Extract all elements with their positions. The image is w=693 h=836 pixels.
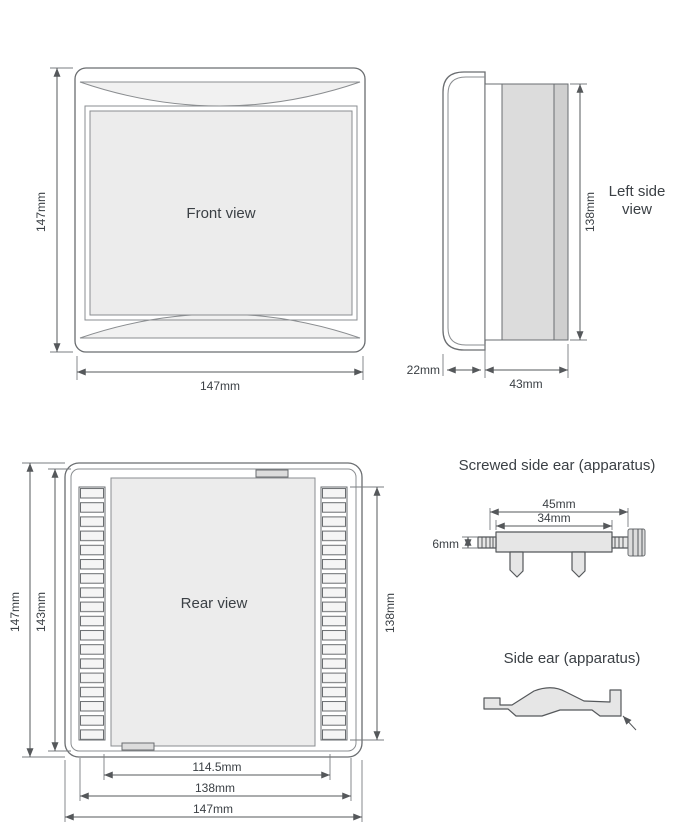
rear-mid-width-label: 138mm: [195, 781, 235, 795]
rear-bottom-slot: [121, 742, 155, 751]
rear-inner-height-label: 143mm: [34, 592, 48, 632]
screwed-side-ear-section: Screwed side ear (apparatus) 45mm 34mm 6: [432, 457, 656, 578]
rear-center-panel: [110, 477, 316, 747]
rear-right-height-dimension: 138mm: [350, 486, 397, 741]
rear-terminal-strip-left: [78, 486, 106, 741]
side-height-dim-label: 138mm: [583, 192, 597, 232]
rear-view-label: Rear view: [181, 595, 248, 612]
rear-inner-width-label: 114.5mm: [192, 760, 241, 774]
front-width-dim-label: 147mm: [200, 379, 240, 393]
rear-inner-height-dimension: 143mm: [34, 468, 71, 752]
screwed-ear-screw-shaft: [611, 536, 629, 549]
screwed-side-ear-drawing: [477, 528, 646, 578]
screwed-ear-body: [495, 531, 613, 553]
side-view-label-line2: view: [622, 201, 652, 218]
side-ear-title: Side ear (apparatus): [504, 650, 641, 667]
side-ear-section: Side ear (apparatus): [483, 650, 641, 731]
side-ear-drawing: [483, 687, 637, 731]
front-screen: [89, 110, 353, 316]
screwed-ear-screw-head: [627, 528, 646, 557]
side-ear-bracket: [483, 687, 622, 717]
screwed-ear-hook-left: [509, 551, 524, 578]
rear-view-drawing: Rear view: [64, 462, 363, 758]
rear-right-height-label: 138mm: [383, 593, 397, 633]
front-height-dimension: 147mm: [34, 67, 73, 353]
side-body-depth-label: 43mm: [509, 377, 542, 391]
front-view-drawing: Front view: [74, 67, 366, 353]
rear-terminal-strip-right: [320, 486, 348, 741]
front-view-label: Front view: [186, 205, 255, 222]
left-side-view-caption: Left side view: [609, 183, 666, 218]
rear-outer-height-label: 147mm: [8, 592, 22, 632]
screwed-ear-total-width-dimension: 45mm: [489, 497, 629, 530]
screwed-ear-body-width-label: 34mm: [537, 511, 570, 525]
side-ear-pointer-arrow-icon: [622, 715, 637, 731]
side-view-label-line1: Left side: [609, 183, 666, 200]
screwed-ear-hook-right: [571, 551, 586, 578]
front-width-dimension: 147mm: [76, 356, 364, 393]
side-body: [501, 83, 555, 341]
rear-outer-height-dimension: 147mm: [8, 462, 65, 758]
rear-outer-width-label: 147mm: [193, 802, 233, 816]
side-depth-dimensions: 22mm 43mm: [407, 344, 569, 391]
screwed-ear-total-width-label: 45mm: [542, 497, 575, 511]
side-height-dimension: 138mm: [570, 83, 597, 341]
screwed-ear-title: Screwed side ear (apparatus): [459, 457, 656, 474]
screwed-ear-left-stub: [477, 536, 497, 549]
side-bezel-depth-label: 22mm: [407, 363, 440, 377]
side-bezel: [442, 71, 486, 351]
left-side-view-drawing: [442, 71, 569, 351]
rear-top-slot: [255, 469, 289, 478]
screwed-ear-height-dimension: 6mm: [432, 536, 478, 551]
screwed-ear-height-label: 6mm: [432, 537, 459, 551]
front-height-dim-label: 147mm: [34, 192, 48, 232]
screwed-ear-body-width-dimension: 34mm: [495, 511, 613, 530]
rear-bottom-dimensions: 114.5mm 138mm 147mm: [64, 754, 363, 822]
